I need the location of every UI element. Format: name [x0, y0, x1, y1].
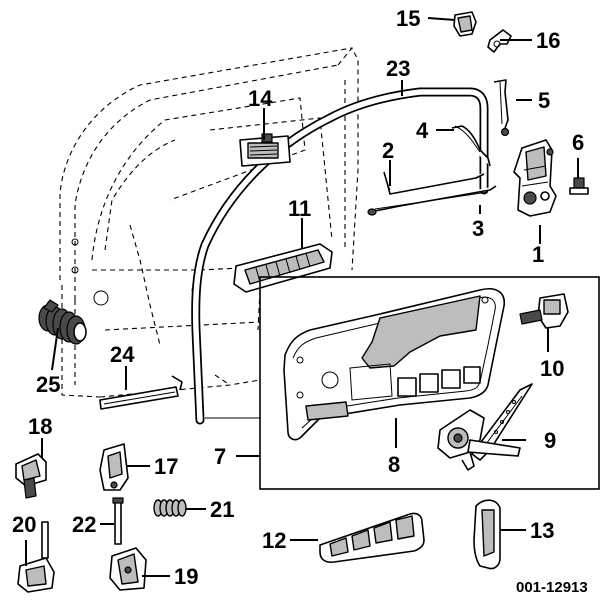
- striker-bolt: [569, 177, 589, 195]
- interior-handle-cover: [473, 499, 501, 570]
- interior-handle: [239, 133, 291, 167]
- hinge-door-side: [15, 453, 47, 499]
- callout-1: 1: [532, 242, 544, 267]
- window-regulator: [437, 383, 533, 471]
- callout-11: 11: [288, 196, 311, 221]
- inside-release-rod: [383, 171, 485, 195]
- hinge-pin: [112, 497, 124, 545]
- callout-3: 3: [472, 216, 484, 241]
- callout-22: 22: [72, 512, 96, 537]
- power-lock-switch: [519, 293, 569, 329]
- speaker-grille-bezel: [319, 512, 425, 563]
- callout-14: 14: [248, 86, 273, 111]
- outside-handle-rod: [451, 125, 491, 167]
- callout-2: 2: [382, 138, 394, 163]
- rocker-seal-strip: [99, 375, 183, 410]
- trim-panel-group-frame: [259, 276, 600, 490]
- callout-18: 18: [28, 414, 52, 439]
- callout-labels: 15 16 23 5 4 14 6 2 3 11 1 24 25 10 18 9…: [12, 6, 588, 596]
- callout-7: 7: [214, 444, 226, 469]
- lock-rod: [493, 79, 510, 137]
- door-trim-panel: [283, 288, 505, 441]
- lock-knob: [453, 11, 477, 37]
- wiring-bellows: [38, 299, 87, 345]
- callout-10: 10: [540, 356, 564, 381]
- hinge-spring: [153, 499, 187, 517]
- callout-4: 4: [416, 118, 429, 143]
- door-latch-assembly: [513, 139, 557, 217]
- weatherstrip-seal: [191, 87, 489, 425]
- callout-5: 5: [538, 88, 550, 113]
- callout-12: 12: [262, 528, 286, 553]
- callout-13: 13: [530, 518, 554, 543]
- callout-19: 19: [174, 564, 198, 589]
- armrest-switch-bezel: [233, 243, 333, 293]
- figure-reference-code: 001-12913: [516, 579, 588, 596]
- callout-16: 16: [536, 28, 560, 53]
- callout-23: 23: [386, 56, 410, 81]
- retaining-clip: [487, 29, 512, 53]
- callout-25: 25: [36, 372, 60, 397]
- lower-door-hinge: [109, 547, 147, 591]
- callout-6: 6: [572, 130, 584, 155]
- upper-door-hinge: [99, 443, 129, 491]
- inside-lock-rod: [367, 185, 497, 216]
- hinge-body-side: [17, 521, 55, 593]
- callout-24: 24: [110, 342, 135, 367]
- callout-9: 9: [544, 428, 556, 453]
- callout-20: 20: [12, 512, 36, 537]
- callout-15: 15: [396, 6, 420, 31]
- leader-lines: [25, 17, 579, 577]
- callout-17: 17: [154, 454, 178, 479]
- callout-21: 21: [210, 497, 234, 522]
- callout-8: 8: [388, 452, 400, 477]
